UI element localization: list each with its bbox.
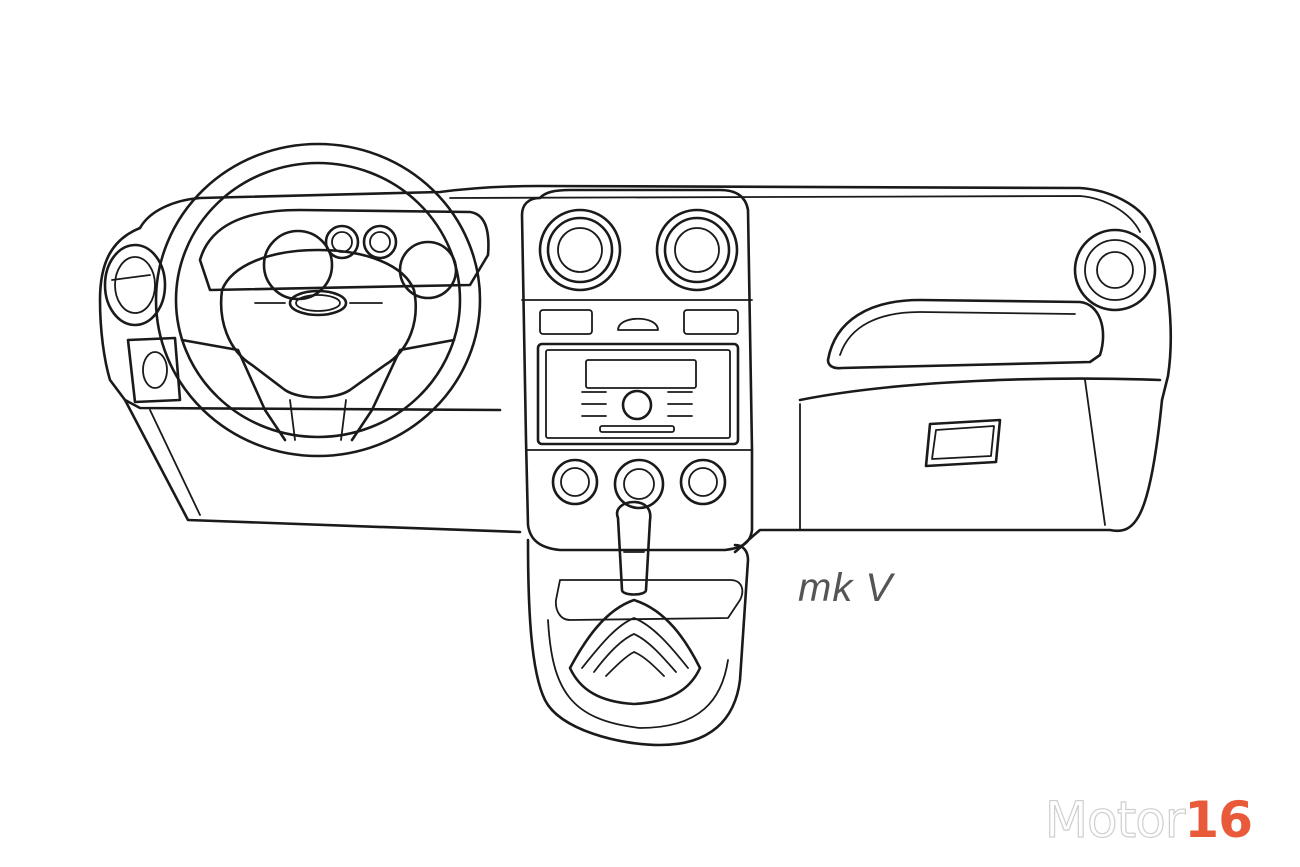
- watermark-logo: Motor16: [1044, 794, 1253, 845]
- radio-unit: [536, 342, 740, 446]
- left-side-vent: [103, 243, 182, 404]
- passenger-dash-trim: [826, 298, 1105, 370]
- instrument-cluster: [198, 208, 490, 301]
- dashboard-body: [98, 184, 1172, 554]
- glovebox-handle: [924, 418, 1002, 468]
- model-caption: mk V: [798, 566, 894, 610]
- watermark-number: 16: [1184, 791, 1253, 849]
- lower-tunnel: [526, 538, 750, 747]
- gear-shift-lever: [568, 500, 702, 706]
- climate-controls: [551, 458, 727, 510]
- right-side-vent: [1073, 228, 1157, 312]
- watermark-word: Motor: [1044, 791, 1186, 849]
- steering-wheel: [154, 142, 482, 458]
- center-console: [520, 188, 754, 552]
